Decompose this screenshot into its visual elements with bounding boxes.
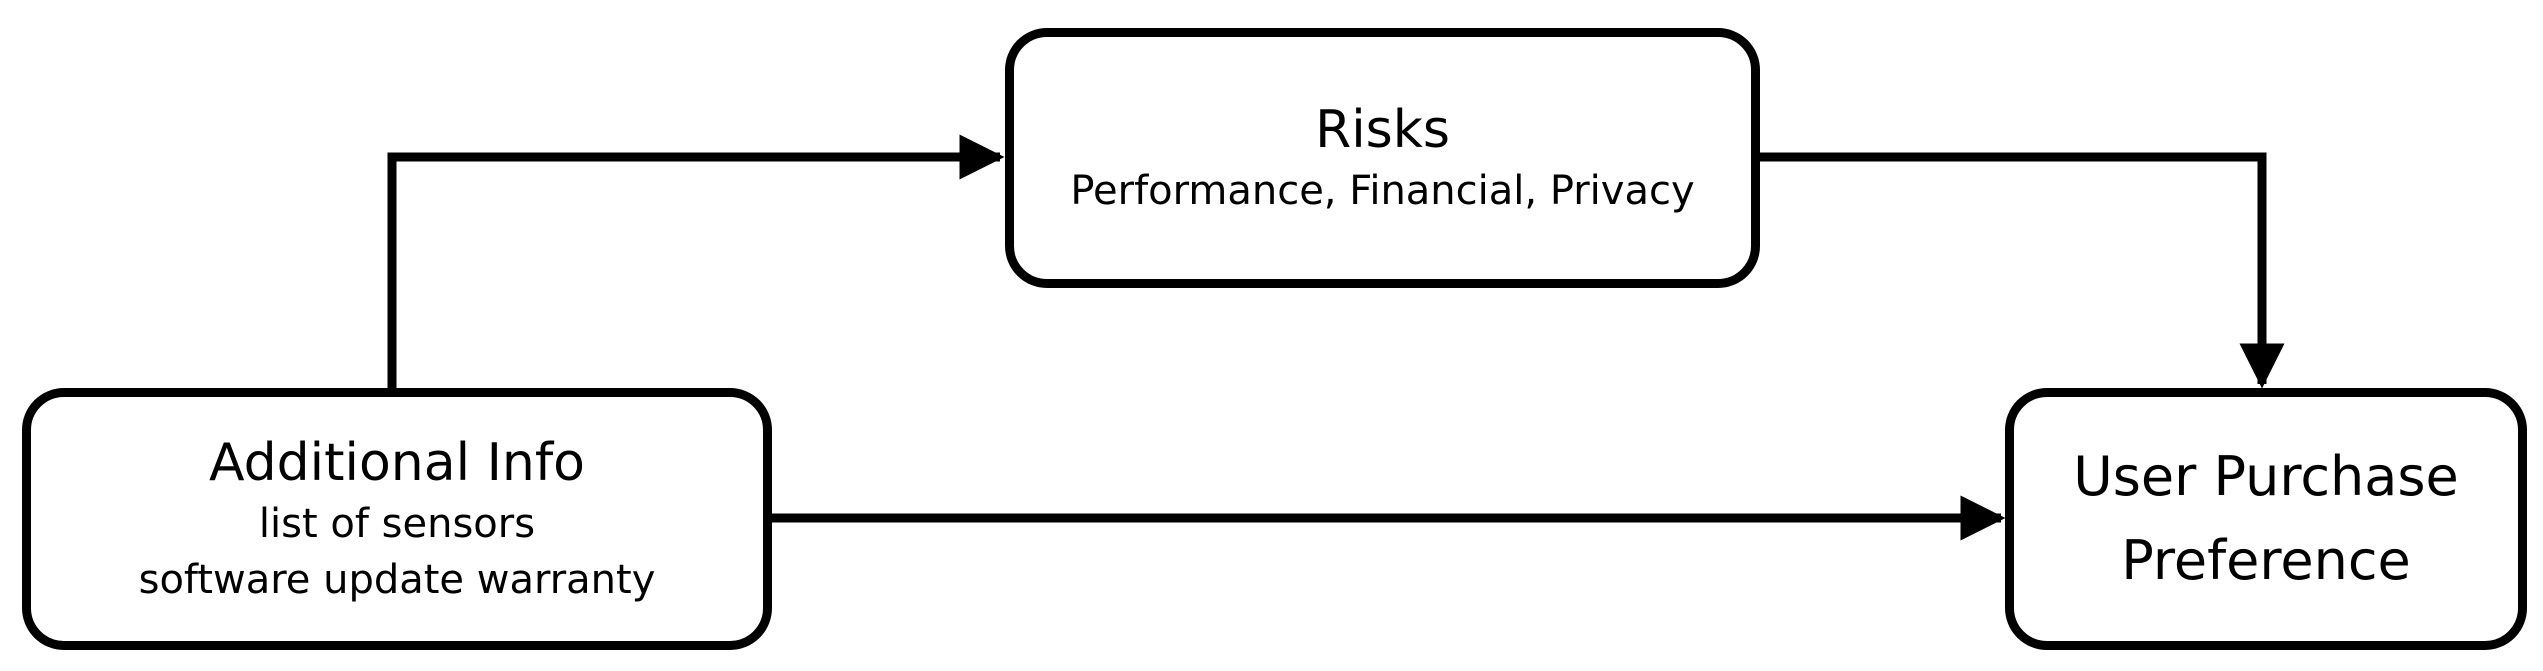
preference-line: Preference [2121,529,2411,592]
risks-title: Risks [1315,99,1450,160]
risks-subtitle: Performance, Financial, Privacy [1070,167,1695,214]
additional-info-title: Additional Info [209,432,585,493]
arrow-info-to-risks [387,134,1005,392]
preference-line: User Purchase [2073,445,2459,509]
additional-info-line: software update warranty [138,556,656,603]
arrow-risks-to-preference [1760,152,2285,389]
user-purchase-preference-node: User Purchase Preference [2005,388,2527,650]
additional-info-line: list of sensors [258,500,536,547]
risks-node: Risks Performance, Financial, Privacy [1005,28,1760,288]
additional-info-node: Additional Info list of sensors software… [22,388,772,650]
